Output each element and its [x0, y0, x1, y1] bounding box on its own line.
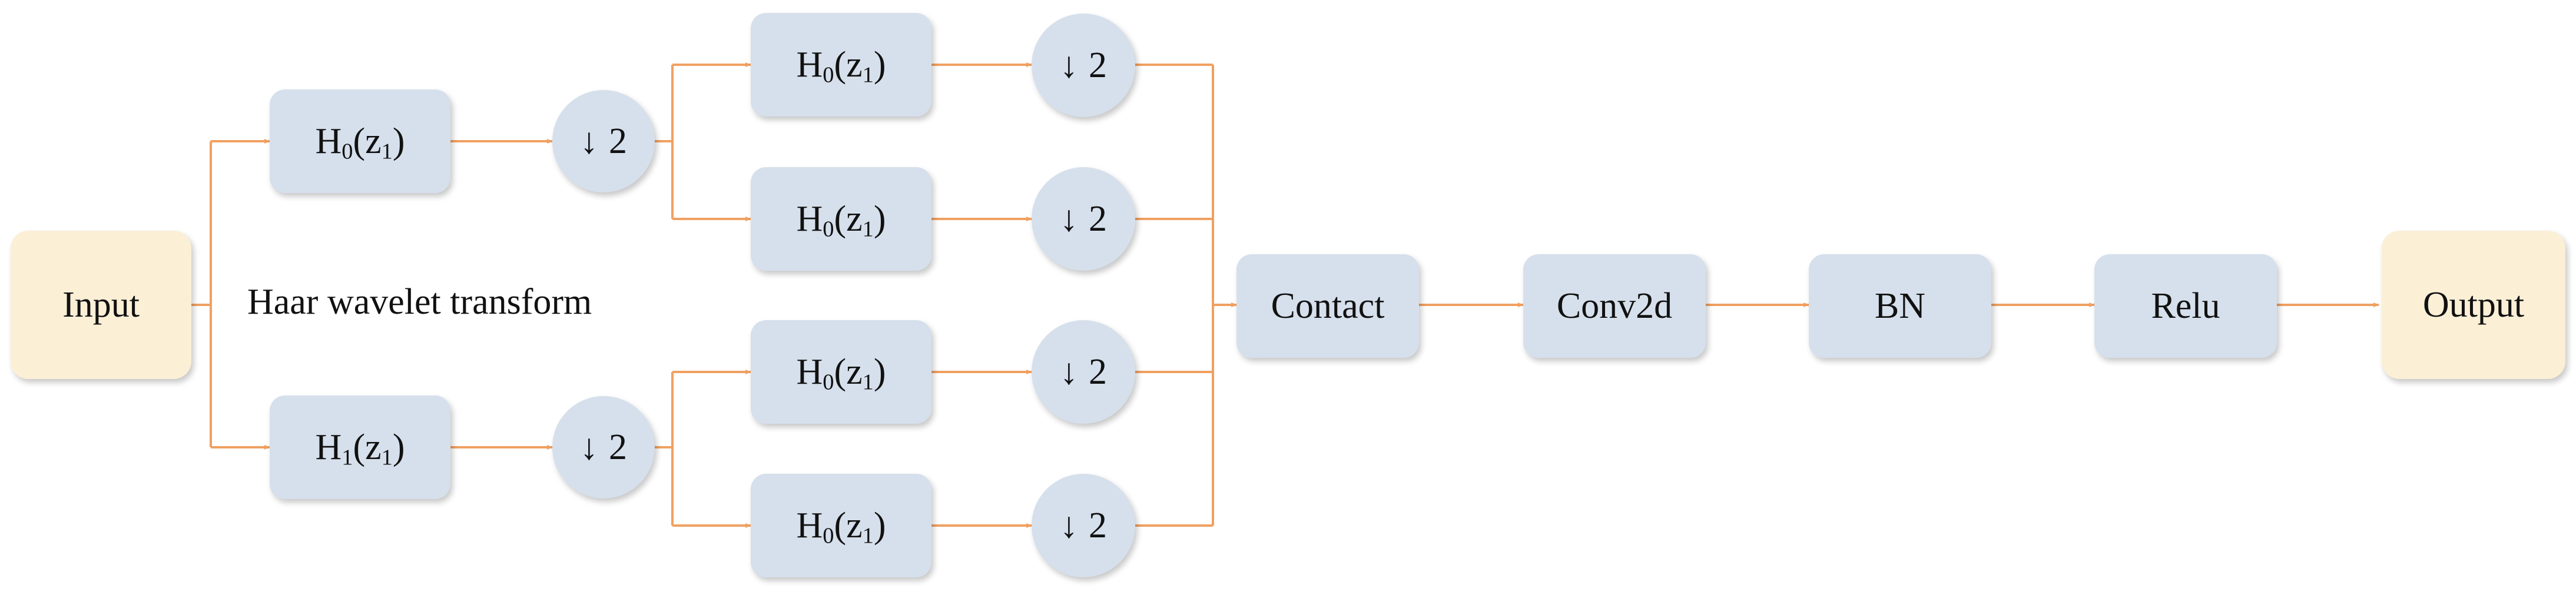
- downsample-level1-1: ↓2: [552, 396, 655, 498]
- input-label: Input: [62, 284, 140, 325]
- contact-block: Contact: [1236, 254, 1419, 358]
- bn-block: BN: [1809, 254, 1991, 358]
- transform-label: Haar wavelet transform: [247, 282, 592, 322]
- down-arrow-icon: ↓: [1060, 351, 1078, 392]
- down-arrow-icon: ↓: [1060, 198, 1078, 239]
- downsample-level2-2: ↓2: [1032, 320, 1135, 424]
- relu-block: Relu: [2094, 254, 2277, 358]
- down-arrow-icon: ↓: [580, 121, 598, 161]
- downsample-level1-0: ↓2: [552, 90, 655, 192]
- down-arrow-icon: ↓: [1060, 505, 1078, 546]
- filter-level1-0: H0(z1): [270, 89, 450, 193]
- filter-level2-0: H0(z1): [751, 13, 931, 117]
- downsample-level2-1: ↓2: [1032, 167, 1135, 271]
- downsample-level2-3: ↓2: [1032, 474, 1135, 577]
- down-arrow-icon: ↓: [580, 427, 598, 467]
- output-node: Output: [2382, 231, 2565, 379]
- filter-level2-3: H0(z1): [751, 474, 931, 577]
- input-node: Input: [11, 231, 191, 379]
- downsample-level2-0: ↓2: [1032, 14, 1135, 117]
- output-label: Output: [2422, 284, 2525, 325]
- filter-level2-1: H0(z1): [751, 167, 931, 271]
- down-arrow-icon: ↓: [1060, 45, 1078, 85]
- conv2d-block: Conv2d: [1523, 254, 1706, 358]
- filter-level1-1: H1(z1): [270, 395, 450, 499]
- filter-level2-2: H0(z1): [751, 320, 931, 424]
